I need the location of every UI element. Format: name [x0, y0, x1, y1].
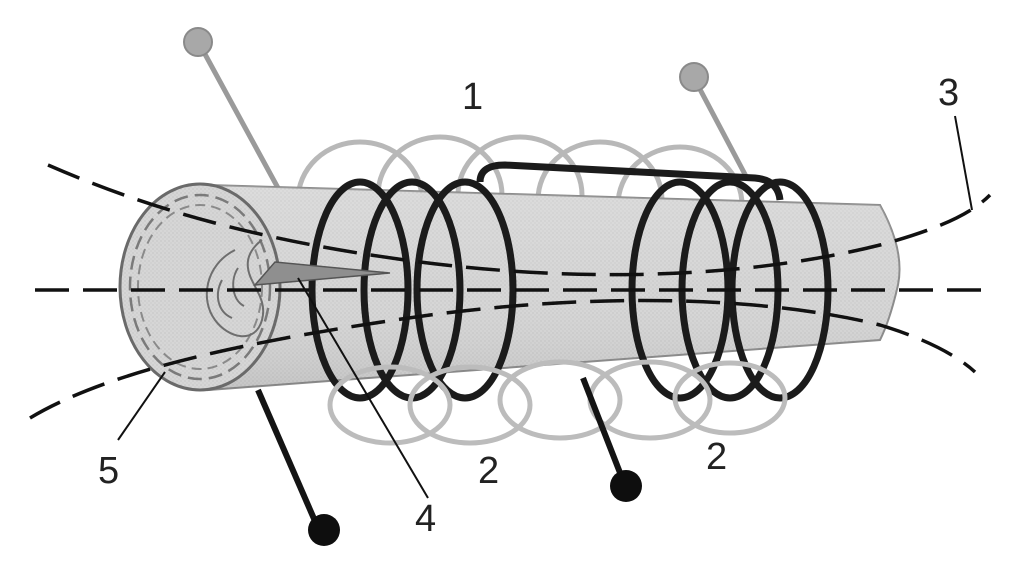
label-3: 3: [938, 72, 960, 114]
label-2-left: 2: [478, 450, 500, 492]
label-4: 4: [415, 498, 437, 540]
gray-electrode-right: [679, 62, 751, 182]
label-1: 1: [462, 76, 484, 118]
nerve-cylinder: [118, 182, 901, 392]
gray-electrode-left: [183, 27, 293, 212]
black-electrode-right: [580, 376, 642, 502]
leader-lines: [117, 115, 973, 499]
field-lines: [29, 163, 992, 420]
label-5: 5: [98, 450, 120, 492]
needle-tip: [253, 261, 391, 286]
label-2-right: 2: [706, 436, 728, 478]
black-electrode-left: [255, 388, 340, 546]
